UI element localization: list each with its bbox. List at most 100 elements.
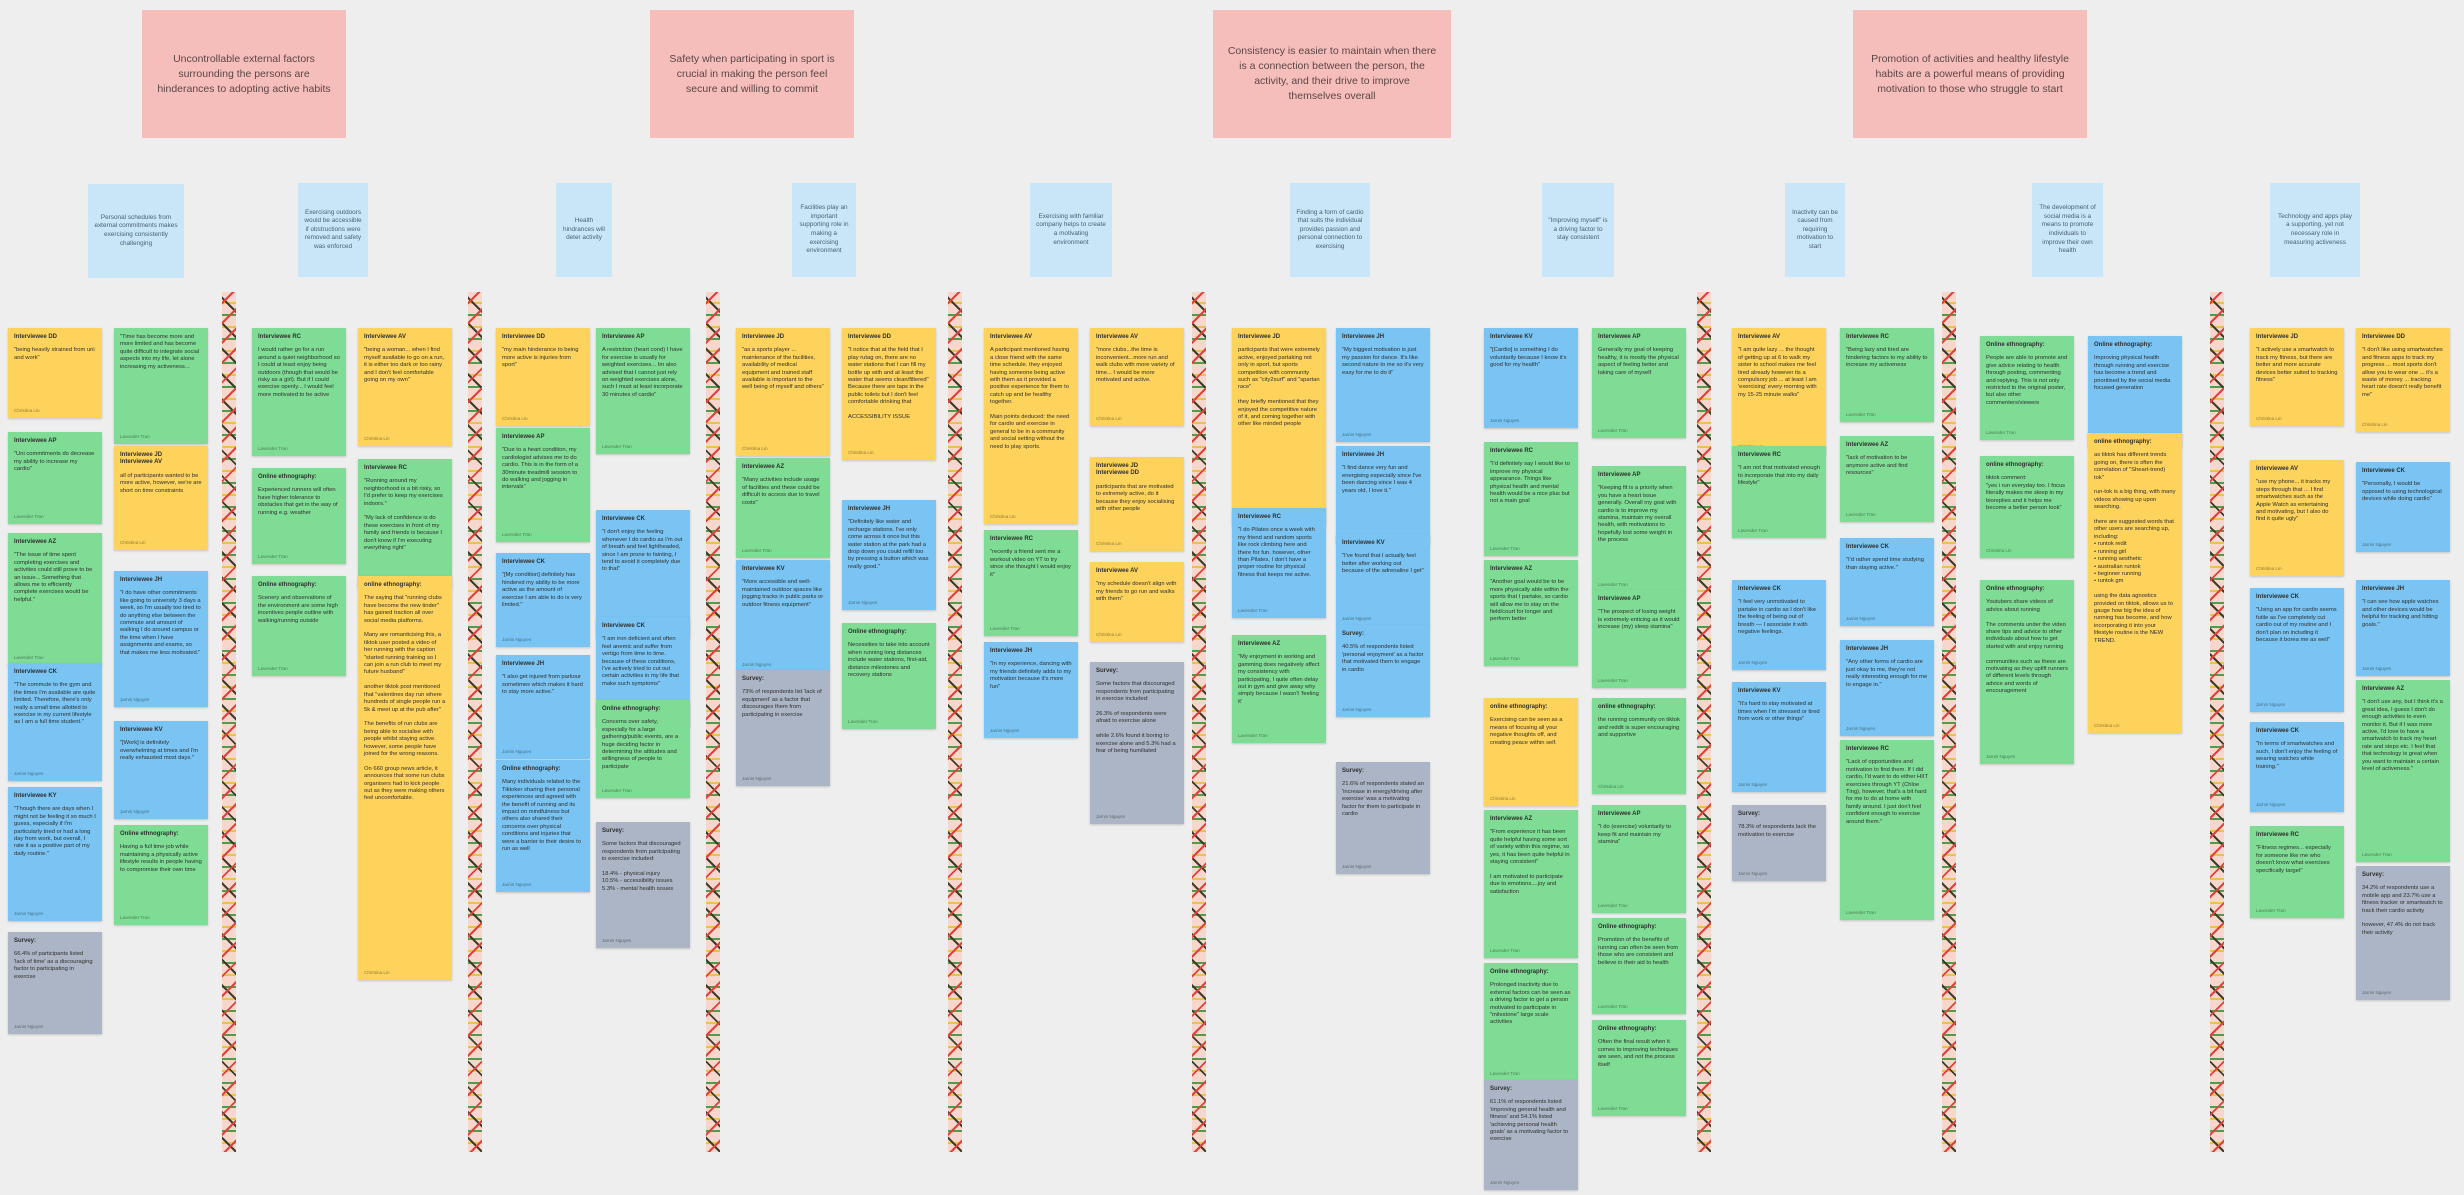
sticky-note[interactable]: Interviewee JH"I do have other commitmen… — [114, 571, 208, 707]
sticky-note[interactable]: Interviewee AZ"Many activities include u… — [736, 458, 830, 558]
sticky-note[interactable]: Interviewee JD"as a sports player ... ma… — [736, 328, 830, 456]
sticky-note[interactable]: Interviewee AV"my schedule doesn't align… — [1090, 562, 1184, 642]
sticky-note[interactable]: Online ethnography:Necessities to take i… — [842, 623, 936, 729]
sticky-note[interactable]: Online ethnography:Often the final resul… — [1592, 1020, 1686, 1116]
sticky-note[interactable]: Interviewee CK"[My condition] definitely… — [496, 553, 590, 647]
sticky-note[interactable]: Interviewee JH"I find dance very fun and… — [1336, 446, 1430, 544]
sticky-note[interactable]: Interviewee DD"my main hinderance to bei… — [496, 328, 590, 426]
sticky-note[interactable]: online ethnography:tiktok comment: "yes … — [1980, 456, 2074, 558]
sub-theme-note[interactable]: Exercising outdoors would be accessible … — [298, 183, 368, 277]
sub-theme-note[interactable]: Health hindrances will deter activity — [556, 183, 612, 277]
sticky-note[interactable]: Interviewee AZ"From experience it has be… — [1484, 810, 1578, 958]
sticky-note[interactable]: Online ethnography:Prolonged inactivity … — [1484, 963, 1578, 1081]
cluster-header[interactable]: Safety when participating in sport is cr… — [650, 10, 854, 138]
sticky-note[interactable]: Interviewee AP"Due to a heart condition,… — [496, 428, 590, 542]
cluster-header[interactable]: Uncontrollable external factors surround… — [142, 10, 346, 138]
sticky-note[interactable]: Online ethnography:People are able to pr… — [1980, 336, 2074, 440]
sticky-note[interactable]: Interviewee AZ"Another goal would be to … — [1484, 560, 1578, 666]
sticky-note[interactable]: Interviewee DD"being heavily strained fr… — [8, 328, 102, 418]
sticky-note[interactable]: Interviewee AV"I am quite lazy ... the t… — [1732, 328, 1826, 454]
sticky-note[interactable]: Survey:61.1% of respondents listed 'impr… — [1484, 1080, 1578, 1190]
sticky-note[interactable]: Interviewee AP"I do (exercise) voluntari… — [1592, 805, 1686, 913]
sticky-note[interactable]: Interviewee RC"Running around my neighbo… — [358, 459, 452, 589]
sticky-note[interactable]: Online ethnography:Having a full time jo… — [114, 825, 208, 925]
sticky-note[interactable]: online ethnography:the running community… — [1592, 698, 1686, 794]
sub-theme-note[interactable]: Technology and apps play a supporting, y… — [2270, 183, 2360, 277]
sticky-note[interactable]: online ethnography:Exercising can be see… — [1484, 698, 1578, 806]
cluster-header[interactable]: Consistency is easier to maintain when t… — [1213, 10, 1451, 138]
sticky-note[interactable]: Survey:78.3% of respondents lack the mot… — [1732, 805, 1826, 881]
sticky-note[interactable]: Interviewee JH"I also get injured from p… — [496, 655, 590, 759]
sticky-note[interactable]: Interviewee KV"[Work] is definitely over… — [114, 721, 208, 819]
sticky-note[interactable]: Interviewee AP"Uni commitments do decrea… — [8, 432, 102, 524]
sticky-note[interactable]: Interviewee CK"The commute to the gym an… — [8, 663, 102, 781]
sticky-note[interactable]: Survey:21.6% of respondents stated an 'i… — [1336, 762, 1430, 874]
sticky-note[interactable]: Online ethnography:Promotion of the bene… — [1592, 918, 1686, 1014]
sticky-note[interactable]: Online ethnography:Concerns over safety,… — [596, 700, 690, 798]
sticky-note[interactable]: Survey:73% of respondents list 'lack of … — [736, 670, 830, 786]
sub-theme-note[interactable]: The development of social media is a mea… — [2032, 183, 2103, 277]
sticky-note[interactable]: Online ethnography:Improving physical he… — [2088, 336, 2182, 448]
sticky-note[interactable]: Interviewee KV"More accessible and well-… — [736, 560, 830, 672]
sticky-note[interactable]: Interviewee AV"being a woman... when I f… — [358, 328, 452, 446]
cluster-header[interactable]: Promotion of activities and healthy life… — [1853, 10, 2087, 138]
sticky-note[interactable]: Interviewee DD"I don't like using smartw… — [2356, 328, 2450, 432]
sticky-note[interactable]: "Time has become more and more limited a… — [114, 328, 208, 444]
sticky-note[interactable]: Interviewee CK"I feel very unmotivated t… — [1732, 580, 1826, 670]
sticky-note[interactable]: Interviewee CK"In terms of smartwatches … — [2250, 722, 2344, 812]
sub-theme-note[interactable]: Personal schedules from external commitm… — [88, 184, 184, 278]
sub-theme-note[interactable]: Facilities play an important supporting … — [792, 183, 856, 277]
sub-theme-note[interactable]: Finding a form of cardio that suits the … — [1290, 183, 1370, 277]
sticky-note[interactable]: Interviewee CK"Personally, I would be op… — [2356, 462, 2450, 552]
sticky-note[interactable]: Interviewee RC"Being lazy and tired are … — [1840, 328, 1934, 422]
sticky-note[interactable]: Online ethnography:Youtubers share video… — [1980, 580, 2074, 764]
sticky-note[interactable]: Interviewee KV"I've found that I actuall… — [1336, 534, 1430, 626]
sticky-note[interactable]: Interviewee RC"I'd definitely say I woul… — [1484, 442, 1578, 556]
sticky-note[interactable]: Interviewee AZ"The issue of time spent c… — [8, 533, 102, 665]
sticky-note[interactable]: Interviewee AZ"lack of motivation to be … — [1840, 436, 1934, 522]
sticky-note[interactable]: Interviewee JH"My biggest motivation is … — [1336, 328, 1430, 442]
sub-theme-note[interactable]: Exercising with familiar company helps t… — [1030, 183, 1112, 277]
sticky-note[interactable]: Interviewee RC"Fitness regimes... especi… — [2250, 826, 2344, 918]
sticky-note[interactable]: Interviewee AP"The prospect of losing we… — [1592, 590, 1686, 688]
sticky-note[interactable]: Online ethnography:Scenery and observati… — [252, 576, 346, 676]
sticky-note[interactable]: Interviewee KV"[Cardio] is something I d… — [1484, 328, 1578, 428]
sticky-note[interactable]: Online ethnography:Experienced runners w… — [252, 468, 346, 564]
sticky-note[interactable]: Interviewee RC"I do Pilates once a week … — [1232, 508, 1326, 618]
sticky-note[interactable]: Survey:34.2% of respondents use a mobile… — [2356, 866, 2450, 1000]
sticky-note[interactable]: Interviewee CK"Using an app for cardio s… — [2250, 588, 2344, 712]
sticky-note[interactable]: Interviewee RC"recently a friend sent me… — [984, 530, 1078, 636]
sticky-note[interactable]: Interviewee CK"I'd rather spend time stu… — [1840, 538, 1934, 626]
sticky-note[interactable]: Interviewee KV"It's hard to stay motivat… — [1732, 682, 1826, 792]
sticky-note[interactable]: Interviewee JH"In my experience, dancing… — [984, 642, 1078, 738]
sticky-note[interactable]: Interviewee JH"Any other forms of cardio… — [1840, 640, 1934, 736]
sticky-note[interactable]: Interviewee AZ"I don't use any, but I th… — [2356, 680, 2450, 862]
sticky-note[interactable]: Interviewee KY"Though there are days whe… — [8, 787, 102, 921]
sticky-note[interactable]: Interviewee AP"Keeping fit is a priority… — [1592, 466, 1686, 592]
sticky-note[interactable]: online ethnography:as tiktok has differe… — [2088, 433, 2182, 733]
sticky-note[interactable]: Survey:Some factors that discouraged res… — [596, 822, 690, 948]
sticky-note[interactable]: Survey:66.4% of participants listed 'lac… — [8, 932, 102, 1034]
sticky-note[interactable]: Online ethnography:Many individuals rela… — [496, 760, 590, 892]
sticky-note[interactable]: Survey:40.5% of respondents listed 'pers… — [1336, 625, 1430, 717]
sticky-note[interactable]: Interviewee RC"Lack of opportunities and… — [1840, 740, 1934, 920]
sticky-note[interactable]: Interviewee DD"I notice that at the fiel… — [842, 328, 936, 460]
sticky-note[interactable]: Interviewee AZ"My enjoyment in working a… — [1232, 635, 1326, 743]
sticky-note[interactable]: Interviewee AV"more clubs...the time is … — [1090, 328, 1184, 426]
sticky-note[interactable]: Interviewee JD"I actively use a smartwat… — [2250, 328, 2344, 426]
sub-theme-note[interactable]: "Improving myself" is a driving factor t… — [1542, 183, 1614, 277]
sticky-note[interactable]: online ethnography:The saying that "runn… — [358, 576, 452, 980]
sticky-note[interactable]: Survey:Some factors that discouraged res… — [1090, 662, 1184, 824]
sticky-note[interactable]: Interviewee AV"use my phone... it tracks… — [2250, 460, 2344, 576]
sticky-note[interactable]: Interviewee JH"I can see how apple watch… — [2356, 580, 2450, 676]
sticky-note[interactable]: Interviewee JH"Definitely like water and… — [842, 500, 936, 610]
sticky-note[interactable]: Interviewee RC"I am not that motivated e… — [1732, 446, 1826, 538]
sub-theme-note[interactable]: Inactivity can be caused from requiring … — [1785, 183, 1845, 277]
